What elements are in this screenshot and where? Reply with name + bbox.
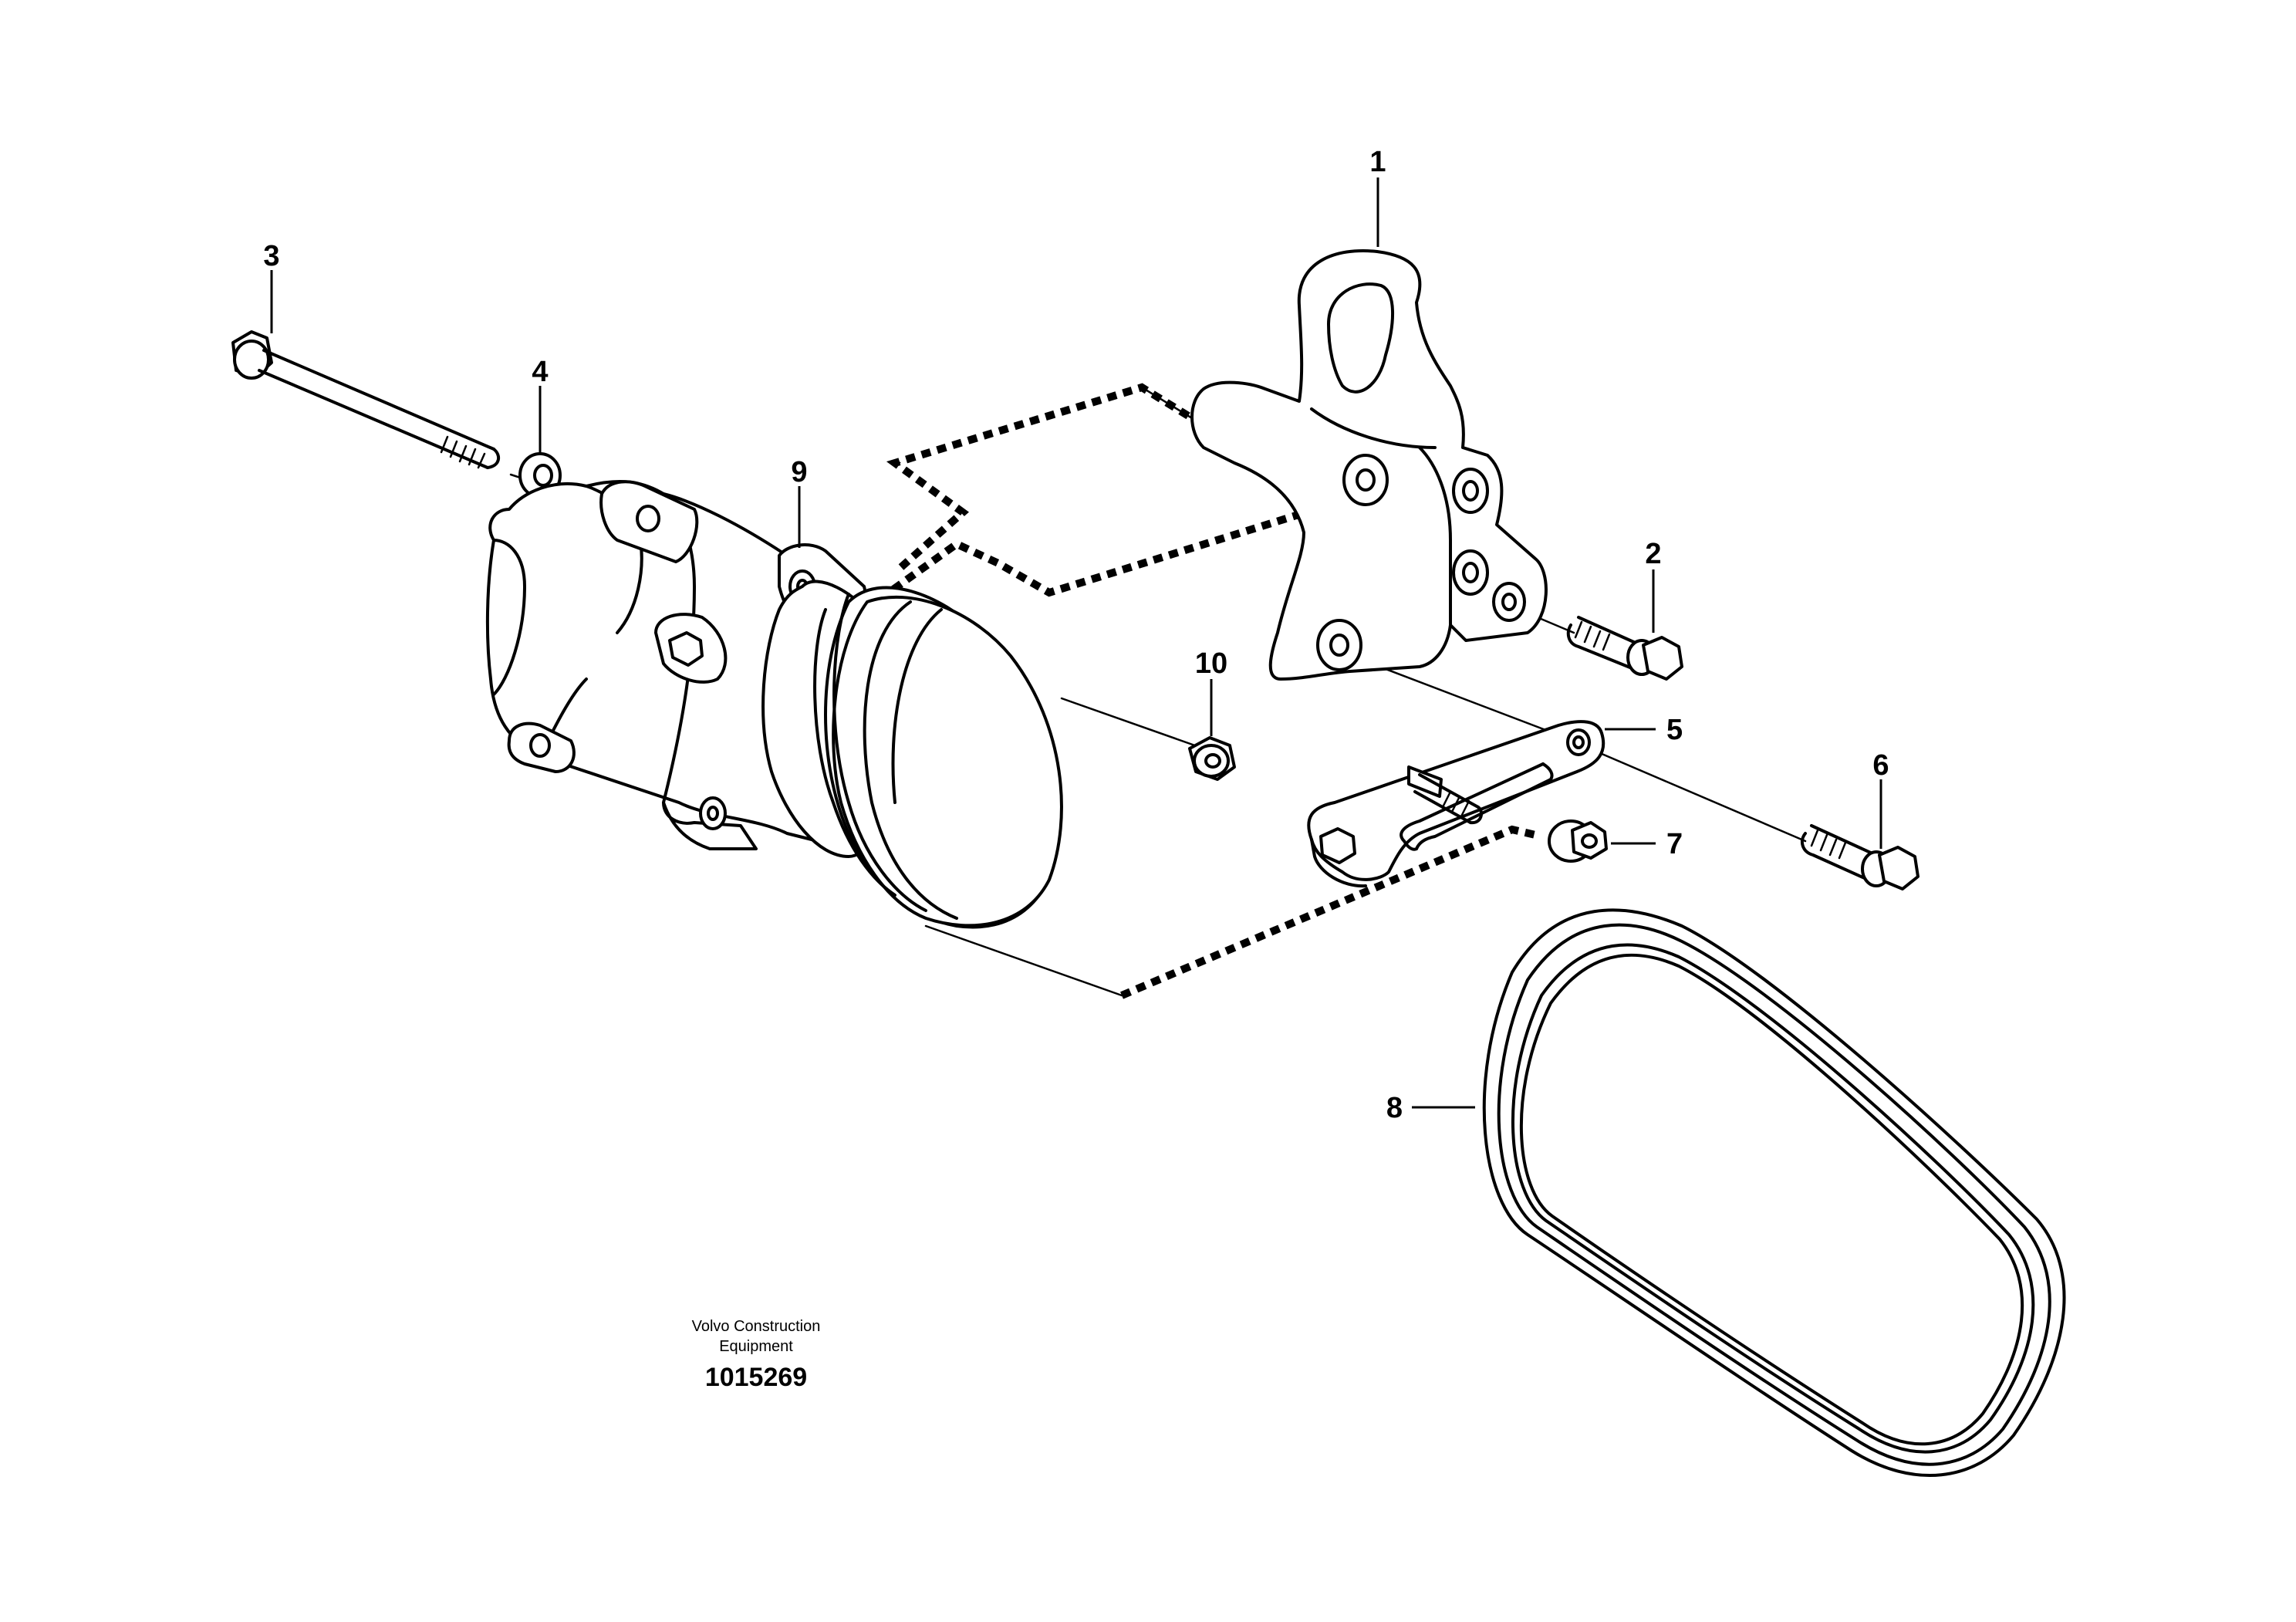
- bolt-part-6: [1800, 824, 1920, 890]
- callout-3: 3: [263, 240, 279, 272]
- callout-7: 7: [1666, 828, 1683, 860]
- callout-8: 8: [1386, 1092, 1403, 1124]
- tension-arm-part-5: [1307, 720, 1606, 888]
- callout-numbers: 1 2 3 4 5 6 7 8 9 10: [263, 146, 1889, 1124]
- bolt-part-2: [1566, 616, 1683, 681]
- callout-10: 10: [1195, 647, 1227, 680]
- callout-5: 5: [1666, 714, 1683, 746]
- callout-6: 6: [1872, 749, 1889, 782]
- figure-number: 1015269: [704, 1363, 808, 1392]
- callout-9: 9: [791, 456, 807, 488]
- footer-brand-line-1: Volvo Construction: [691, 1318, 821, 1335]
- callout-4: 4: [532, 356, 548, 388]
- bracket-part-1: [1190, 249, 1548, 681]
- flange-nut-part-7: [1548, 819, 1608, 863]
- leader-lines: [270, 177, 1882, 1109]
- footer-brand-line-2: Equipment: [719, 1338, 793, 1355]
- long-bolt-part-3: [231, 330, 501, 469]
- drive-belt-part-8: [1482, 908, 2066, 1478]
- compressor-part-9: [485, 480, 1063, 929]
- callout-1: 1: [1369, 146, 1386, 178]
- nut-part-10: [1188, 736, 1236, 781]
- callout-2: 2: [1645, 538, 1661, 570]
